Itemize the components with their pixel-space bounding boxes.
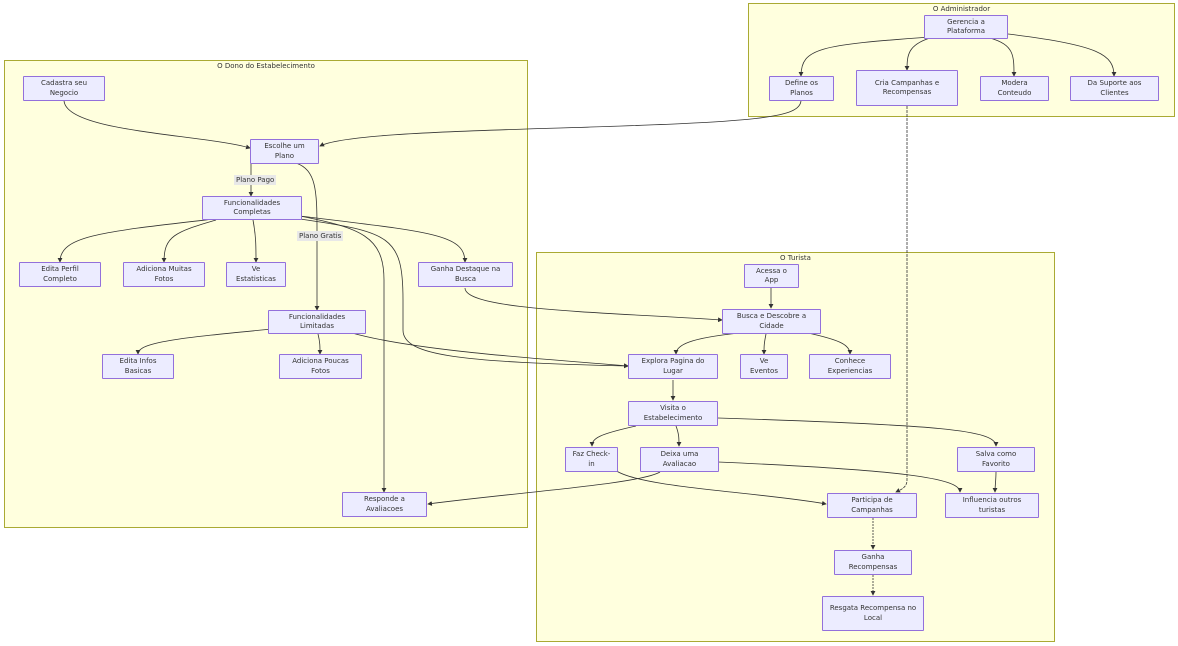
node-ganha-destaque[interactable]: Ganha Destaque na Busca bbox=[418, 262, 513, 287]
cluster-admin-title: O Administrador bbox=[932, 5, 991, 13]
edge-cadastra-escolhe bbox=[63, 99, 251, 150]
edge-funccompletas-veestatisticas bbox=[252, 219, 259, 263]
node-busca-descobre[interactable]: Busca e Descobre a Cidade bbox=[722, 309, 821, 334]
edge-label-plano-pago: Plano Pago bbox=[234, 175, 277, 185]
edge-gerencia-define bbox=[798, 36, 931, 77]
edge-visita-avaliacao bbox=[675, 425, 682, 447]
node-edita-perfil-completo[interactable]: Edita Perfil Completo bbox=[19, 262, 101, 287]
node-modera-conteudo[interactable]: Modera Conteudo bbox=[980, 76, 1049, 101]
edge-gerencia-suporte bbox=[1007, 33, 1117, 77]
node-funcionalidades-completas[interactable]: Funcionalidades Completas bbox=[202, 196, 302, 220]
edge-avaliacao-influencia bbox=[717, 461, 963, 493]
edge-ganhadestaque-busca bbox=[464, 287, 723, 323]
edge-label-plano-gratis: Plano Gratis bbox=[297, 231, 344, 241]
edge-funccompletas-explora bbox=[299, 218, 629, 369]
edge-funccompletas-adicionamuitas bbox=[161, 219, 217, 263]
edge-busca-explora bbox=[673, 332, 741, 355]
edge-funclimitadas-adicionapoucas bbox=[317, 333, 323, 355]
node-participa-campanhas[interactable]: Participa de Campanhas bbox=[827, 493, 917, 518]
edge-visita-checkin bbox=[589, 425, 637, 447]
edge-funclimitadas-editainfos bbox=[135, 328, 273, 355]
node-faz-checkin[interactable]: Faz Check-in bbox=[565, 447, 618, 472]
node-influencia-turistas[interactable]: Influencia outros turistas bbox=[945, 493, 1039, 518]
edge-gerencia-modera bbox=[989, 37, 1017, 77]
node-adiciona-muitas-fotos[interactable]: Adiciona Muitas Fotos bbox=[123, 262, 205, 287]
edge-escolhe-funclimitadas bbox=[295, 162, 320, 311]
node-edita-infos-basicas[interactable]: Edita Infos Basicas bbox=[102, 354, 174, 379]
node-gerencia-plataforma[interactable]: Gerencia a Plataforma bbox=[924, 15, 1008, 39]
node-acessa-app[interactable]: Acessa o App bbox=[744, 264, 799, 288]
edge-visita-favorito bbox=[717, 417, 999, 447]
cluster-owner: O Dono do Estabelecimento bbox=[4, 60, 528, 528]
node-explora-pagina[interactable]: Explora Pagina do Lugar bbox=[628, 354, 718, 379]
edge-cria-participa bbox=[895, 106, 908, 493]
node-cadastra-negocio[interactable]: Cadastra seu Negocio bbox=[23, 76, 105, 101]
node-resgata-recompensa[interactable]: Resgata Recompensa no Local bbox=[822, 596, 924, 631]
node-deixa-avaliacao[interactable]: Deixa uma Avaliacao bbox=[640, 447, 719, 472]
node-define-planos[interactable]: Define os Planos bbox=[769, 76, 834, 101]
node-conhece-experiencias[interactable]: Conhece Experiencias bbox=[809, 354, 891, 379]
node-adiciona-poucas-fotos[interactable]: Adiciona Poucas Fotos bbox=[279, 354, 362, 379]
node-ve-eventos[interactable]: Ve Eventos bbox=[740, 354, 788, 379]
edge-define-escolhe bbox=[319, 99, 802, 147]
edge-busca-eventos bbox=[761, 333, 767, 355]
cluster-tourist-title: O Turista bbox=[780, 254, 811, 262]
node-responde-avaliacoes[interactable]: Responde a Avaliacoes bbox=[342, 492, 427, 517]
node-escolhe-plano[interactable]: Escolhe um Plano bbox=[250, 139, 319, 164]
edge-funccompletas-editaperfil bbox=[57, 218, 215, 263]
node-visita-estabelecimento[interactable]: Visita o Estabelecimento bbox=[628, 401, 718, 426]
node-ganha-recompensas[interactable]: Ganha Recompensas bbox=[834, 550, 912, 575]
edge-checkin-participa bbox=[614, 469, 827, 506]
edge-favorito-influencia bbox=[992, 471, 998, 493]
edge-gerencia-cria bbox=[904, 37, 931, 71]
node-da-suporte[interactable]: Da Suporte aos Clientes bbox=[1070, 76, 1159, 101]
cluster-owner-title: O Dono do Estabelecimento bbox=[217, 62, 315, 70]
node-ve-estatisticas[interactable]: Ve Estatisticas bbox=[226, 262, 286, 287]
node-salva-favorito[interactable]: Salva como Favorito bbox=[957, 447, 1035, 472]
edge-avaliacao-responde bbox=[427, 471, 661, 506]
edge-funccompletas-ganhadestaque bbox=[299, 215, 468, 263]
node-funcionalidades-limitadas[interactable]: Funcionalidades Limitadas bbox=[268, 310, 366, 334]
edge-funccompletas-responde bbox=[299, 215, 387, 493]
edge-funclimitadas-explora bbox=[351, 332, 629, 369]
edge-busca-conhece bbox=[807, 332, 853, 355]
node-cria-campanhas[interactable]: Cria Campanhas e Recompensas bbox=[856, 70, 958, 106]
